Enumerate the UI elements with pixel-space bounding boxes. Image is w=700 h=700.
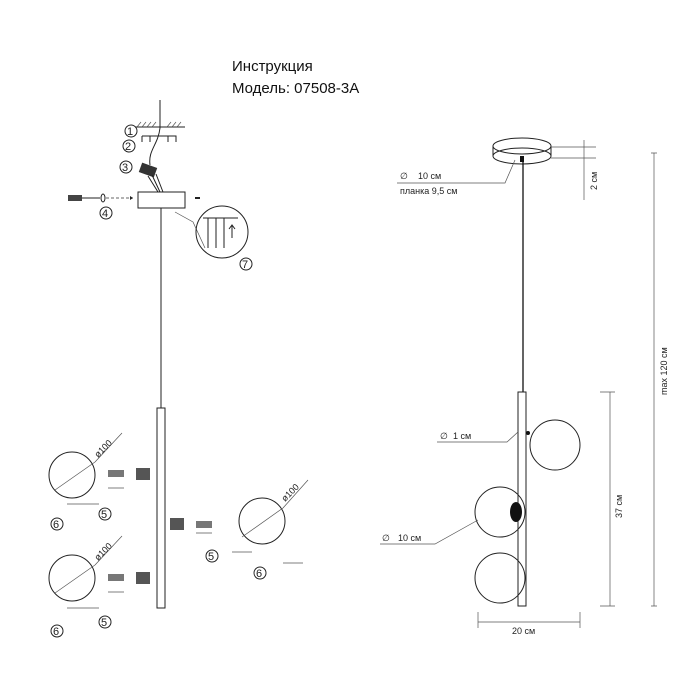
svg-text:∅: ∅ (400, 171, 408, 181)
model-label: Модель: 07508-3A (232, 80, 360, 97)
step-3-label: 3 (122, 162, 128, 174)
step-markers: 1 2 3 4 7 5 6 5 6 5 6 (50, 124, 267, 638)
rod-diameter-label: 1 см (453, 431, 471, 441)
terminal-block (138, 162, 158, 178)
step-6-label: 6 (53, 519, 59, 531)
width-label: 20 см (512, 626, 535, 636)
globe-right: ø100 (238, 479, 309, 545)
svg-text:∅: ∅ (440, 431, 448, 441)
globe-diameter-label: 10 см (398, 533, 421, 543)
step-6-label: 6 (256, 568, 262, 580)
sockets (67, 468, 303, 609)
dimension-drawing: ∅ 10 см планка 9,5 см 2 см max 120 см ∅ … (380, 137, 669, 636)
fixture-rod (156, 407, 166, 609)
step-2-label: 2 (125, 141, 131, 153)
step-1-label: 1 (127, 126, 133, 138)
fixture-rod (517, 391, 527, 607)
globe-upper (529, 419, 581, 471)
supply-wire (149, 100, 161, 166)
step-5-label: 5 (101, 617, 107, 629)
canopy-height-label: 2 см (589, 172, 599, 190)
canopy-diameter-label: 10 см (418, 171, 441, 181)
canopy (492, 137, 552, 165)
step-5-label: 5 (101, 509, 107, 521)
canopy-box (137, 191, 186, 209)
body-height-label: 37 см (614, 495, 624, 518)
step-5-label: 5 (208, 551, 214, 563)
max-height-label: max 120 см (659, 347, 669, 395)
step-4-label: 4 (102, 208, 108, 220)
instruction-title: Инструкция (232, 58, 313, 75)
step-7-label: 7 (242, 259, 248, 271)
mounting-bracket (141, 135, 177, 142)
globe-middle (474, 486, 526, 538)
svg-text:∅: ∅ (382, 533, 390, 543)
step-6-label: 6 (53, 626, 59, 638)
globe-lower (474, 552, 526, 604)
screwdriver-icon (68, 193, 200, 203)
globe-bottom-left: ø100 (48, 535, 123, 602)
detail-callout (174, 205, 249, 259)
plate-size-label: планка 9,5 см (400, 186, 457, 196)
globe-diameter-label: ø100 (92, 541, 114, 563)
assembly-diagram: ø100 ø100 ø100 1 2 3 4 7 (48, 100, 309, 638)
globe-diameter-label: ø100 (92, 438, 114, 460)
